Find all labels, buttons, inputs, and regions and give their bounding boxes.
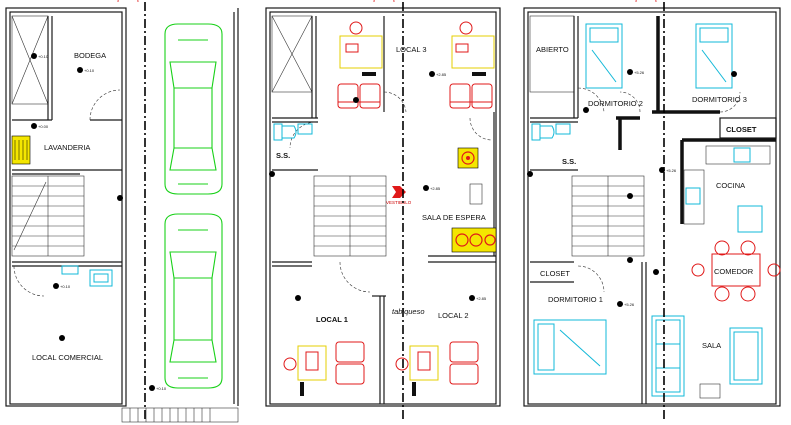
room-label-local1: LOCAL 1: [316, 315, 348, 324]
toilet-icon: [531, 123, 571, 141]
dining-table-icon: [691, 240, 781, 302]
car-icon: [164, 213, 223, 389]
room-label-abierto: ABIERTO: [536, 45, 569, 54]
room-label-lavanderia: LAVANDERIA: [44, 143, 90, 152]
level-dorm2: +5.26: [634, 70, 645, 75]
room-label-cocina: COCINA: [716, 181, 745, 190]
room-label-bodega: BODEGA: [74, 51, 106, 60]
label-ss-second: S.S.: [276, 151, 290, 160]
bed-icon: [695, 23, 733, 89]
room-label-closet-upper: CLOSET: [726, 125, 757, 134]
room-label-sala-espera: SALA DE ESPERA: [422, 213, 486, 222]
desk-chair-icon: [395, 345, 439, 396]
laundry-sink-icon: [11, 135, 31, 165]
sofa-icon: [651, 315, 763, 399]
toilet-icon: [61, 265, 113, 287]
room-label-local2: LOCAL 2: [438, 311, 469, 320]
car-icon: [164, 23, 223, 195]
level-cocina: +5.26: [666, 168, 677, 173]
level-garage: +0.10: [156, 386, 167, 391]
room-label-closet-lower: CLOSET: [540, 269, 570, 278]
label-ss-third: S.S.: [562, 157, 576, 166]
kitchen-icon: [683, 145, 771, 233]
room-label-sala: SALA: [702, 341, 721, 350]
desk-chair-icon: [451, 21, 495, 76]
level-local2: +2.85: [476, 296, 487, 301]
level-dorm1: +5.26: [624, 302, 635, 307]
ground-floor-plan: +0.10 +0.10 +0.00 +0.10 +0.10 BODEGA LAV…: [5, 2, 239, 423]
room-label-vestibulo: VESTIBULO: [386, 200, 412, 205]
sofa-icon: [451, 227, 497, 253]
room-label-local3: LOCAL 3: [396, 45, 427, 54]
stairs-ground: [11, 175, 85, 257]
label-tabiqueso: tabiqueso: [392, 307, 425, 316]
vestibule-arrow-icon: [392, 186, 406, 198]
desk-chair-icon: [339, 21, 383, 76]
second-floor-plan: S.S.: [265, 2, 501, 420]
level-sala-espera: +2.85: [430, 186, 441, 191]
armchair-pair-icon: [449, 341, 479, 385]
room-label-local-comercial: LOCAL COMERCIAL: [32, 353, 103, 362]
level-corridor: +0.10: [84, 68, 95, 73]
armchair-pair-icon: [449, 83, 493, 109]
stairs-second: [313, 175, 387, 257]
level-bodega: +0.10: [38, 54, 49, 59]
third-floor-plan: S.S.: [523, 2, 781, 420]
armchair-pair-icon: [337, 83, 381, 109]
room-label-dormitorio2: DORMITORIO 2: [588, 99, 643, 108]
level-lavanderia: +0.00: [38, 124, 49, 129]
bed-icon: [585, 23, 623, 89]
plant-icon: [457, 147, 479, 169]
desk-chair-icon: [283, 345, 327, 396]
level-local-comercial: +0.10: [60, 284, 71, 289]
level-local3: +2.85: [436, 72, 447, 77]
armchair-pair-icon: [335, 341, 365, 385]
room-label-dormitorio1: DORMITORIO 1: [548, 295, 603, 304]
stairs-third: [571, 175, 645, 257]
room-label-dormitorio3: DORMITORIO 3: [692, 95, 747, 104]
toilet-icon: [273, 123, 313, 141]
room-label-comedor: COMEDOR: [714, 267, 754, 276]
bed-icon: [533, 319, 607, 375]
